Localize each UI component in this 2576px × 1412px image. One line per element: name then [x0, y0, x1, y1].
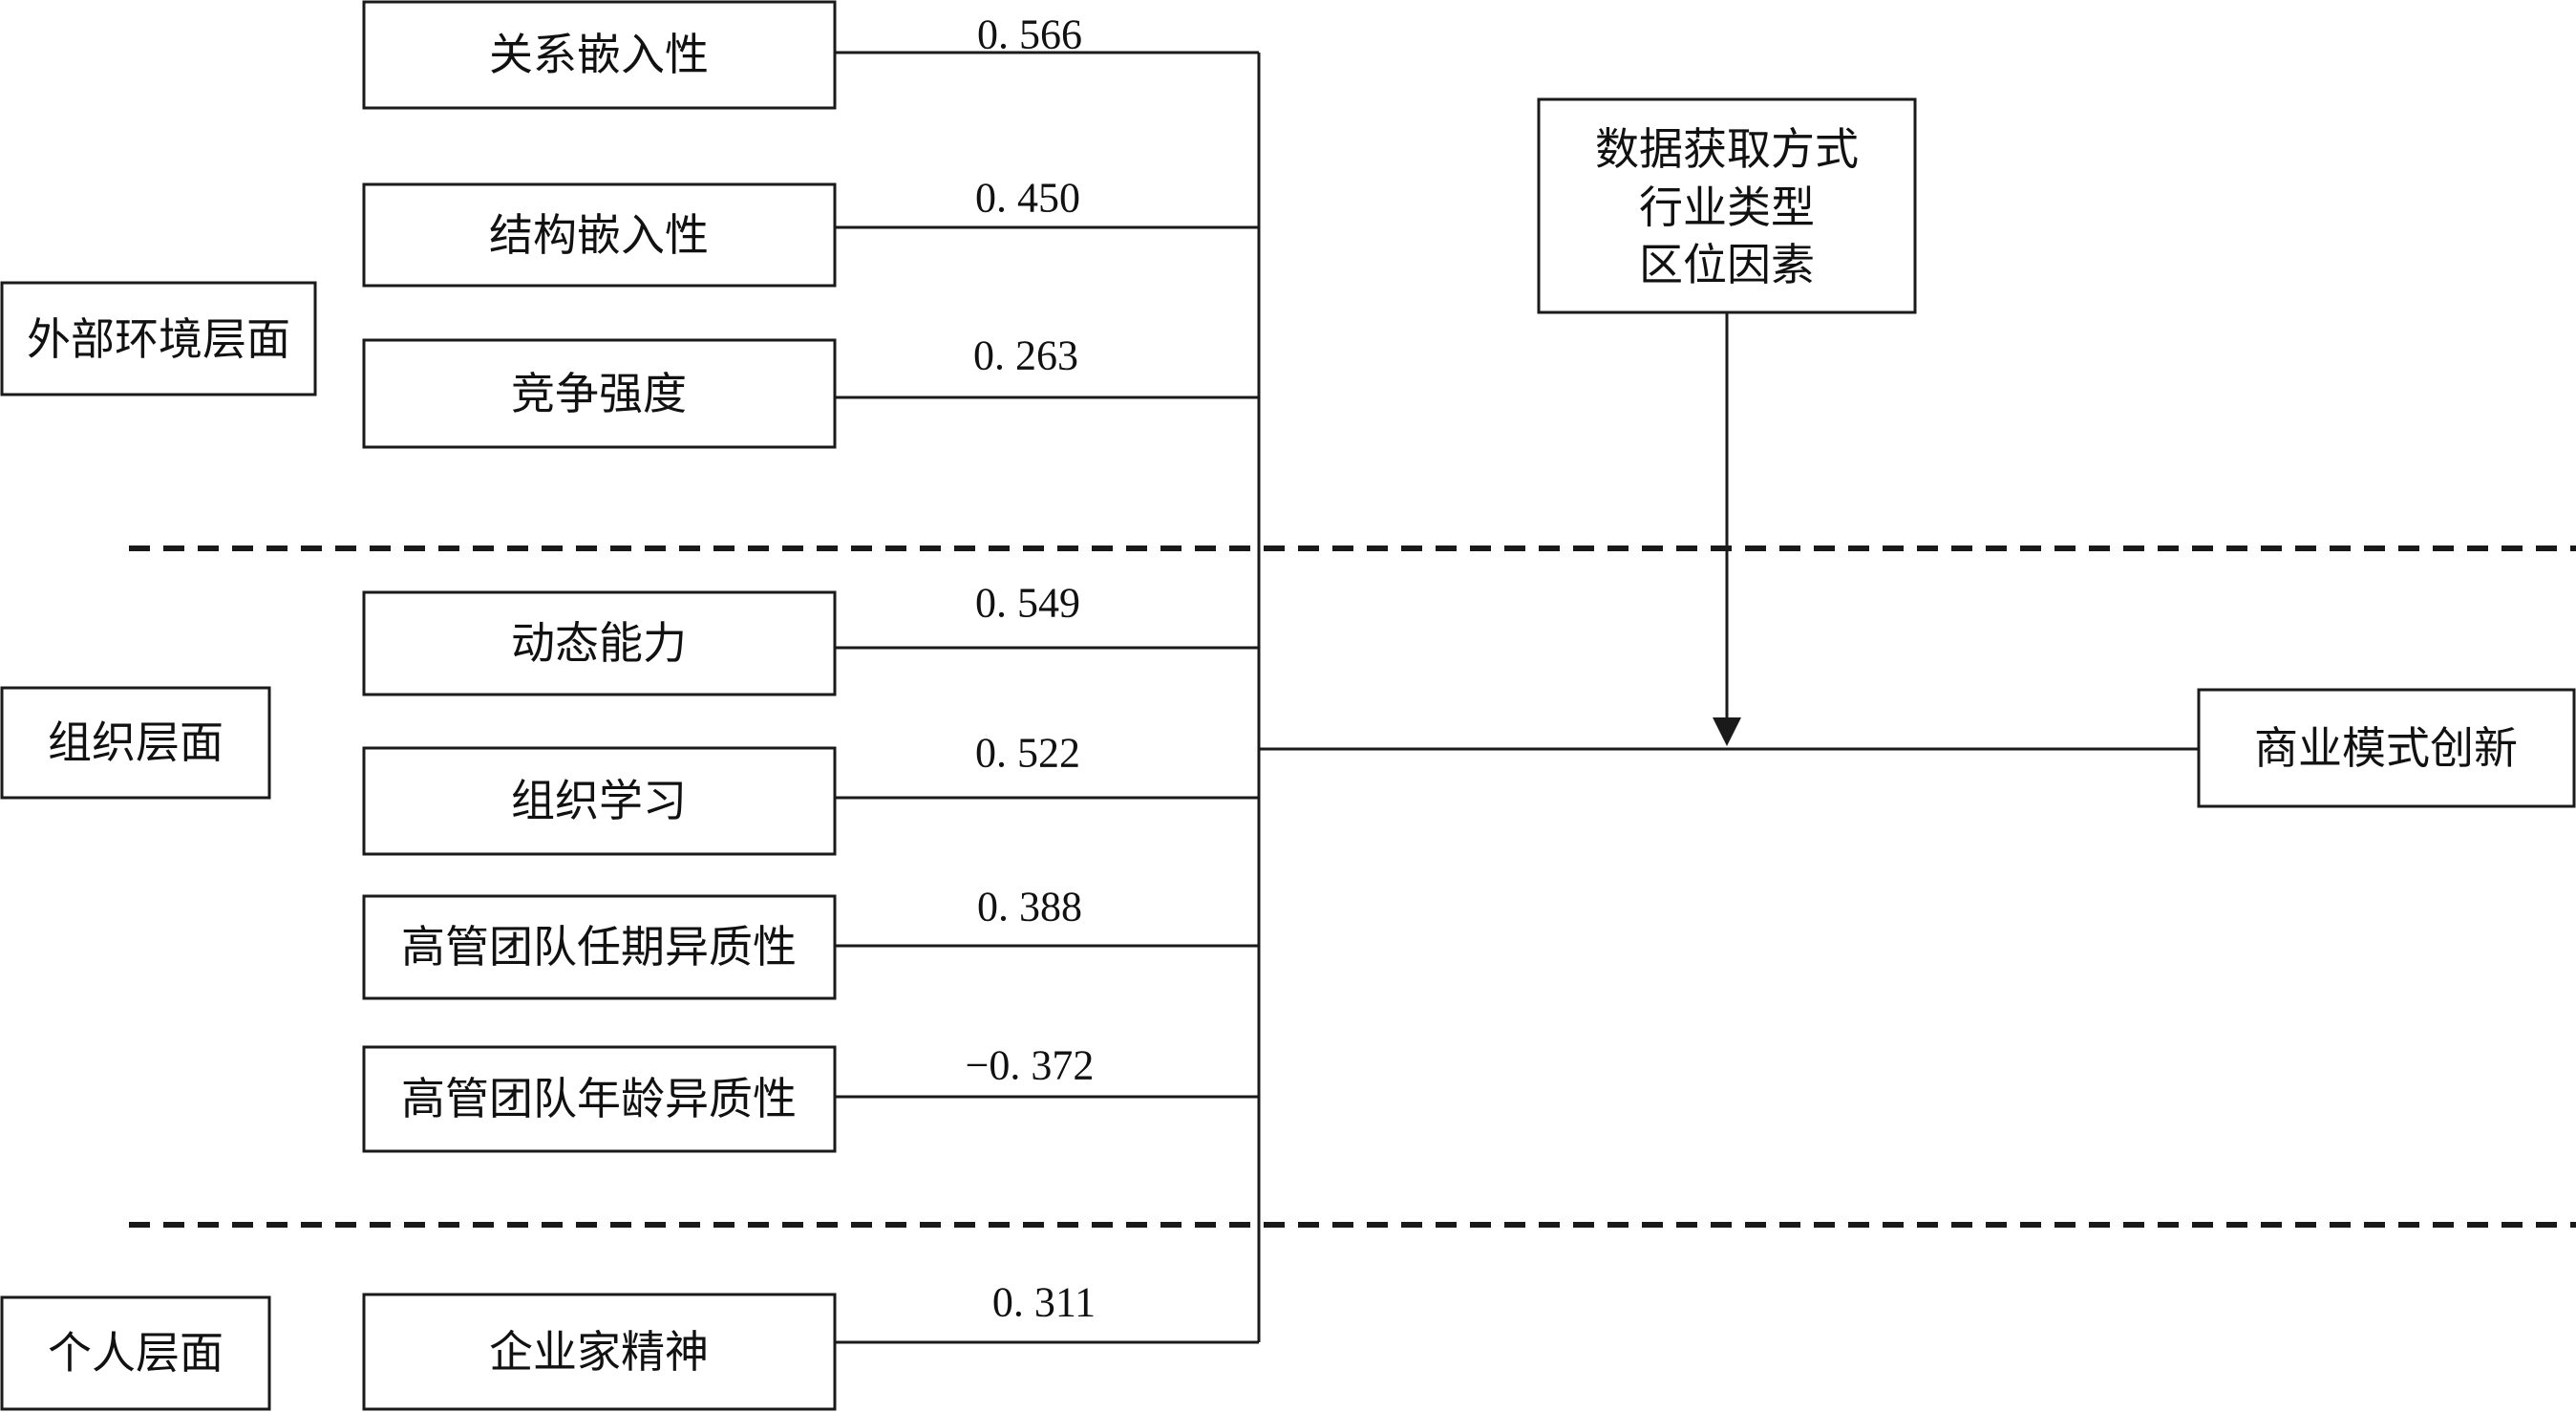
factor-tmt-age-heterogeneity: 高管团队年龄异质性	[362, 1045, 837, 1153]
level-external: 外部环境层面	[0, 281, 317, 396]
coefficient-label: 0. 522	[975, 730, 1080, 777]
factor-structural-embeddedness: 结构嵌入性	[362, 182, 837, 288]
level-external-label: 外部环境层面	[27, 313, 290, 365]
coefficient-label: 0. 549	[975, 580, 1080, 627]
factor-label: 企业家精神	[489, 1326, 709, 1378]
coefficient-label: 0. 263	[973, 332, 1078, 379]
factor-entrepreneurship: 企业家精神	[362, 1293, 837, 1411]
factor-dynamic-capability: 动态能力	[362, 590, 837, 696]
outcome-label: 商业模式创新	[2254, 722, 2518, 774]
factor-label: 动态能力	[511, 617, 687, 669]
coefficient-label: 0. 450	[975, 175, 1080, 222]
moderator-industry-type: 行业类型	[1639, 182, 1815, 233]
factor-organizational-learning: 组织学习	[362, 746, 837, 856]
level-organization: 组织层面	[0, 686, 271, 800]
outcome-box: 商业模式创新	[2197, 688, 2576, 808]
factor-competition-intensity: 竞争强度	[362, 338, 837, 449]
factor-label: 竞争强度	[511, 368, 687, 419]
factor-label: 结构嵌入性	[489, 209, 709, 261]
factor-label: 关系嵌入性	[489, 29, 709, 80]
moderator-location-factor: 区位因素	[1639, 239, 1815, 290]
moderator-data-method: 数据获取方式	[1595, 123, 1859, 175]
moderators-box: 数据获取方式 行业类型 区位因素	[1537, 97, 1917, 314]
coefficient-label: 0. 388	[977, 884, 1082, 931]
coefficient-label: −0. 372	[966, 1042, 1095, 1089]
coefficient-label: 0. 566	[977, 11, 1082, 58]
level-organization-label: 组织层面	[48, 717, 224, 768]
connectors	[835, 51, 2199, 1344]
factor-label: 高管团队年龄异质性	[401, 1073, 797, 1124]
factor-label: 高管团队任期异质性	[401, 921, 797, 973]
level-individual: 个人层面	[0, 1295, 271, 1411]
factor-tmt-tenure-heterogeneity: 高管团队任期异质性	[362, 894, 837, 1000]
factor-relational-embeddedness: 关系嵌入性	[362, 0, 837, 110]
level-individual-label: 个人层面	[48, 1327, 224, 1379]
coefficient-label: 0. 311	[992, 1279, 1096, 1326]
factor-label: 组织学习	[511, 775, 687, 826]
